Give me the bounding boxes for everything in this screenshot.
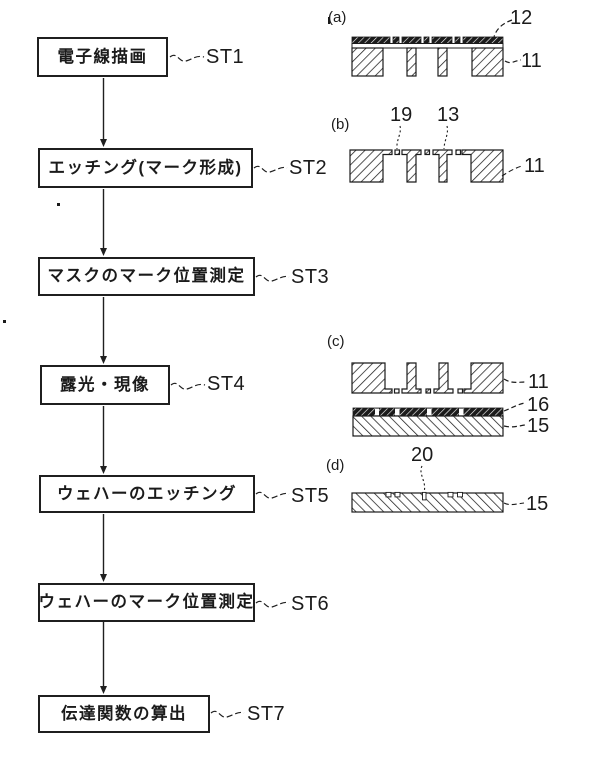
arrow-st2-st3 — [100, 189, 107, 256]
leader-lines-d — [420, 465, 525, 506]
flow-box-st4: 露光・現像 — [40, 365, 170, 405]
leader-ref20 — [420, 465, 426, 493]
flow-arrows — [100, 78, 107, 694]
st-leader-lines — [169, 54, 290, 718]
arrow-st1-st2 — [100, 78, 107, 147]
step-tag-st3: ST3 — [291, 266, 330, 288]
flow-box-st3-label: マスクのマーク位置測定 — [47, 267, 246, 286]
leader-st5 — [255, 491, 290, 499]
wafer-resist-16 — [352, 407, 504, 417]
step-tag-st2: ST2 — [289, 157, 328, 179]
leader-ref16-c — [503, 402, 526, 412]
leader-lines-c — [503, 378, 527, 428]
etched-wafer-15 — [351, 492, 504, 513]
leader-ref11-a — [504, 59, 522, 64]
leader-ref15-d — [503, 502, 525, 506]
flow-box-st2-label: エッチング(マーク形成) — [48, 158, 243, 177]
flow-box-st6-label: ウェハーのマーク位置測定 — [38, 593, 255, 612]
scan-artifacts — [3, 17, 330, 323]
step-tag-st4: ST4 — [207, 373, 246, 395]
resist-layer-12 — [351, 36, 504, 44]
cross-section-d — [351, 465, 525, 513]
flow-box-st6: ウェハーのマーク位置測定 — [38, 583, 255, 622]
flow-box-st3: マスクのマーク位置測定 — [38, 257, 255, 296]
leader-ref11-c — [503, 378, 527, 383]
ref-11-b: 11 — [524, 155, 545, 177]
ref-13-b: 13 — [437, 104, 460, 126]
panel-letter-d: (d) — [326, 457, 345, 474]
flow-box-st1: 電子線描画 — [37, 37, 168, 77]
step-tag-st1: ST1 — [206, 46, 245, 68]
panel-letter-b: (b) — [331, 116, 350, 133]
cross-section-c — [351, 362, 527, 437]
ref-11-a: 11 — [521, 50, 542, 72]
flow-box-st7: 伝達関数の算出 — [38, 695, 210, 733]
membrane-strip — [351, 43, 504, 49]
arrow-st5-st6 — [100, 514, 107, 582]
leader-st6 — [255, 600, 290, 608]
flow-box-st1-label: 電子線描画 — [57, 47, 148, 66]
step-tag-st7: ST7 — [247, 703, 286, 725]
leader-lines-b — [396, 125, 523, 177]
ref-15-c: 15 — [527, 415, 550, 437]
leader-ref19 — [396, 125, 401, 150]
ref-20-d: 20 — [411, 444, 434, 466]
step-tag-st6: ST6 — [291, 593, 330, 615]
flow-box-st5: ウェハーのエッチング — [39, 475, 255, 513]
flow-box-st7-label: 伝達関数の算出 — [61, 704, 187, 723]
flow-box-st5-label: ウェハーのエッチング — [57, 484, 237, 503]
leader-lines-a — [493, 19, 522, 64]
ref-19-b: 19 — [390, 104, 413, 126]
leader-st2 — [253, 165, 288, 173]
panel-letter-c: (c) — [327, 333, 345, 350]
cross-section-a — [351, 19, 522, 77]
step-tag-st5: ST5 — [291, 485, 330, 507]
leader-st4 — [170, 382, 206, 390]
leader-st1 — [169, 54, 205, 62]
ref-16-c: 16 — [527, 394, 550, 416]
ref-15-d: 15 — [526, 493, 549, 515]
leader-ref13 — [443, 125, 448, 150]
leader-st3 — [255, 274, 290, 282]
mask-substrate-11 — [351, 47, 504, 77]
cross-section-b — [349, 125, 523, 183]
panel-letter-a: (a) — [328, 9, 347, 26]
wafer-marks-20 — [385, 491, 463, 501]
arrow-st4-st5 — [100, 406, 107, 474]
arrow-st6-st7 — [100, 622, 107, 694]
arrow-st3-st4 — [100, 297, 107, 364]
leader-ref12 — [493, 19, 513, 38]
etched-mask-11 — [349, 149, 504, 183]
ref-11-c: 11 — [528, 371, 549, 393]
flow-box-st2: エッチング(マーク形成) — [38, 148, 253, 188]
ref-12-a: 12 — [510, 7, 533, 29]
flipped-mask-11 — [351, 362, 504, 394]
leader-st7 — [210, 710, 245, 718]
flow-box-st4-label: 露光・現像 — [60, 375, 150, 394]
leader-ref15-c — [503, 424, 526, 428]
leader-ref11-b — [501, 165, 523, 177]
wafer-15 — [352, 415, 504, 437]
